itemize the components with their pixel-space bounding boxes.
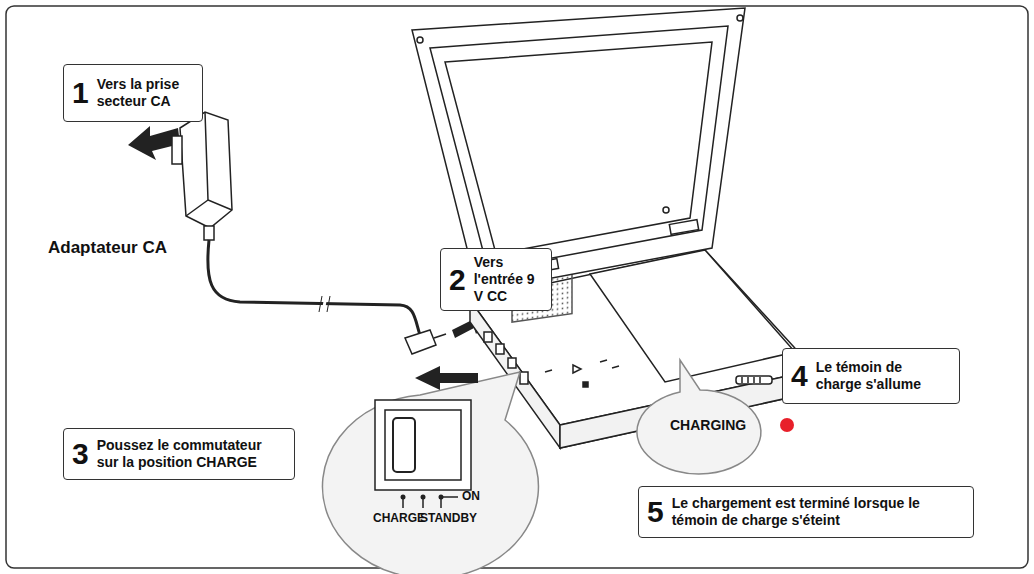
callout-number: 2 [449,265,466,295]
slide-arrow [415,366,478,390]
part-label: Adaptateur CA [48,238,167,258]
callout-number: 5 [647,497,664,527]
switch-position: CHARGE [373,511,425,525]
callout-number: 3 [72,439,89,469]
callout-text: Le chargement est terminé lorsque le tém… [672,495,965,529]
callout-box: 5 Le chargement est terminé lorsque le té… [638,486,974,538]
callout-text: Poussez le commutateur sur la position C… [97,437,286,471]
callout-text: Le témoin de charge s'allume [816,359,951,393]
switch-callout [322,366,538,574]
indicator-label: CHARGING [670,417,746,433]
callout-text: Vers la prise secteur CA [97,76,194,110]
callout-box: 4 Le témoin de charge s'allume [782,348,960,404]
switch-position: ON [462,489,480,503]
callout-box: 2 Vers l'entrée 9 V CC [440,248,552,311]
switch [375,400,471,490]
callout-number: 1 [72,78,89,108]
callout-text: Vers l'entrée 9 V CC [474,254,543,304]
callout-number: 4 [791,361,808,391]
callout-box: 1 Vers la prise secteur CA [63,64,203,122]
charge-led [780,418,794,432]
dc-plug [405,330,446,354]
led-callout [637,360,794,474]
cord [208,240,420,335]
ac-adapter [172,112,232,240]
dvd-player [412,8,815,448]
callout-box: 3 Poussez le commutateur sur la position … [63,428,295,480]
switch-position: STANDBY [420,511,477,525]
